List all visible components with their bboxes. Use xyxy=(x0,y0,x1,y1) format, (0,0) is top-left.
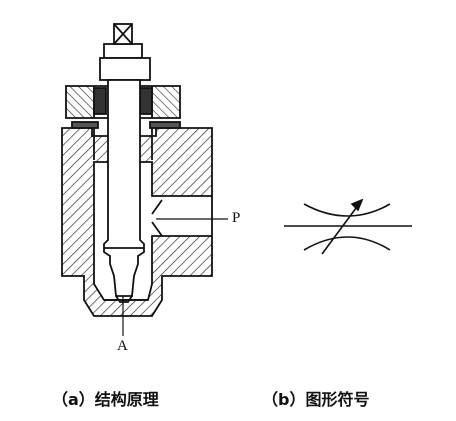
throttle-spool xyxy=(103,79,145,297)
stem-cap xyxy=(99,57,151,81)
p-port-throat xyxy=(151,199,163,237)
stem-hex xyxy=(103,43,143,59)
arrow-head-icon xyxy=(350,198,364,212)
washer-right xyxy=(149,121,181,129)
symbol-upper-arc xyxy=(303,203,391,217)
port-label-a: A xyxy=(117,338,128,354)
symbol-adjust-arrow xyxy=(321,199,363,255)
caption-structure: （a）结构原理 xyxy=(52,390,159,409)
caption-symbol: （b）图形符号 xyxy=(262,390,370,409)
throttle-symbol xyxy=(284,198,412,255)
seal-left xyxy=(93,87,107,115)
symbol-lower-arc xyxy=(303,236,391,251)
seal-right xyxy=(139,87,153,115)
washer-left xyxy=(71,121,99,129)
gland-nut xyxy=(65,85,181,119)
port-label-p: P xyxy=(232,210,241,226)
valve-cross-section xyxy=(61,23,228,336)
